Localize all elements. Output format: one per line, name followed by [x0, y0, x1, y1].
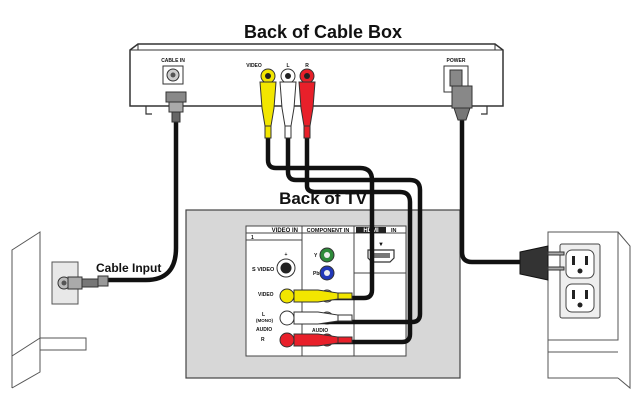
right-audio-cable: [304, 135, 413, 345]
box-video-label: VIDEO: [246, 63, 262, 69]
svg-text:+: +: [285, 252, 288, 258]
box-coax-plug: [165, 91, 187, 123]
tv-video-label: VIDEO: [258, 292, 274, 298]
box-power-plug: [451, 85, 473, 121]
cable-in-port: CABLE IN: [161, 58, 185, 85]
box-l-label: L: [286, 63, 289, 69]
hdmi-in-label: IN: [391, 228, 397, 234]
svg-text:▼: ▼: [378, 242, 384, 248]
power-cable: [459, 115, 525, 265]
cable-input-label: Cable Input: [96, 261, 161, 275]
tv-r-label: R: [261, 337, 265, 343]
left-audio-cable: [285, 135, 423, 325]
component-in-header: COMPONENT IN: [307, 228, 350, 234]
mono-label: (MONO): [256, 318, 273, 323]
left-wall: [11, 231, 87, 389]
coax-cable: [105, 117, 179, 283]
cable-box-title: Back of Cable Box: [244, 22, 402, 42]
video-cable: [265, 135, 375, 301]
cable-in-label: CABLE IN: [161, 58, 185, 64]
tv-audio-label: AUDIO: [256, 327, 272, 333]
y-label: Y: [314, 253, 318, 259]
box-rca-plugs: [259, 81, 316, 139]
power-label: POWER: [447, 58, 466, 64]
wall-power-plug: [519, 245, 565, 281]
wall-coax-plug: [67, 275, 109, 290]
cable-box: [129, 43, 504, 115]
pb-label: Pb: [313, 271, 319, 277]
box-r-label: R: [305, 63, 309, 69]
video-in-number: 1: [251, 235, 254, 241]
video-in-header: VIDEO IN: [272, 228, 298, 234]
component-audio-label: AUDIO: [312, 328, 328, 334]
cables: [105, 115, 525, 345]
tv-l-label: L: [262, 312, 265, 318]
s-video-label: S VIDEO: [252, 267, 275, 273]
tv-rca-plugs: [293, 289, 353, 347]
